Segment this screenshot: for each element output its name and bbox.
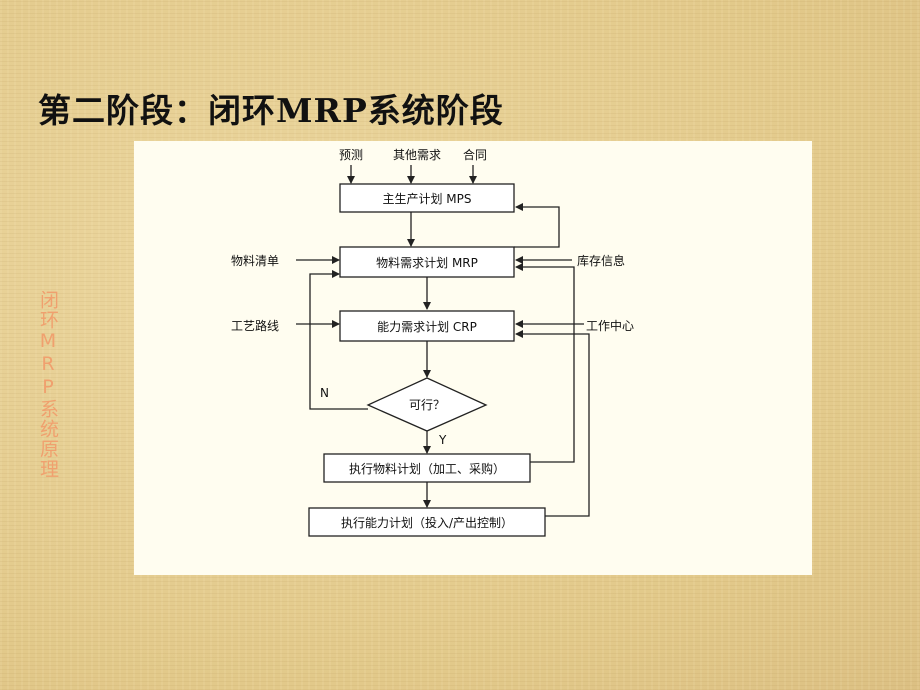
routing-label: 工艺路线 [231,318,279,333]
exec-material-box [323,453,531,483]
loop-material-to-mrp [515,263,575,463]
exec-material-label: 执行物料计划（加工、采购） [349,461,505,476]
exec-capacity-label: 执行能力计划（投入/产出控制） [341,515,513,530]
mrp-label: 物料需求计划 MRP [376,256,478,270]
inventory-label: 库存信息 [577,253,625,268]
slide-title: 第二阶段：闭环MRP系统阶段 [38,91,504,130]
diagram-panel: 预测 其他需求 合同 主生产计划 MPS 物料需求计划 MRP 物料清单 库存信… [134,141,812,575]
work-center-label: 工作中心 [586,318,634,333]
closed-loop-mrp-flowchart: 预测 其他需求 合同 主生产计划 MPS 物料需求计划 MRP 物料清单 库存信… [231,147,634,537]
side-label: 闭环MRP系统原理 [37,290,59,479]
loop-capacity-to-crp [515,330,590,517]
input-contract: 合同 [463,147,487,162]
mps-box [339,183,515,213]
input-other-demand: 其他需求 [393,148,441,162]
loop-mrp-to-mps [514,203,560,248]
crp-label: 能力需求计划 CRP [377,320,477,334]
input-forecast: 预测 [339,148,363,162]
loop-no-to-mrp [309,270,368,410]
bom-label: 物料清单 [231,254,279,268]
mps-label: 主生产计划 MPS [382,192,471,206]
branch-no-label: N [320,386,329,400]
decision-label: 可行？ [409,398,445,412]
branch-yes-label: Y [438,433,447,447]
crp-box [339,310,515,342]
exec-capacity-box [308,507,546,537]
